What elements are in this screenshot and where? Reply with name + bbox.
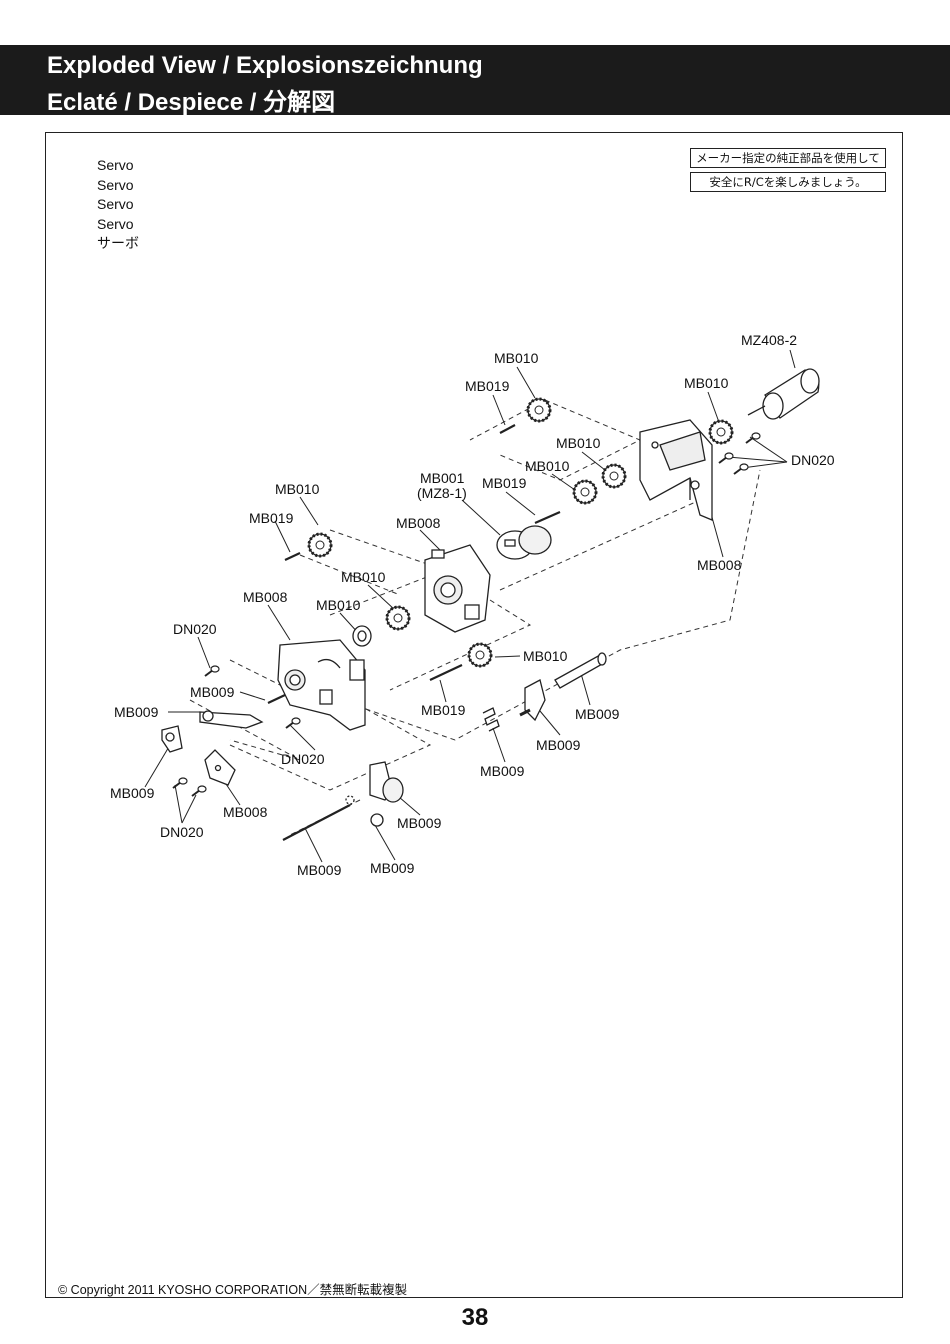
servo-label: サーボ — [97, 235, 139, 251]
center-gearbox-housing — [424, 544, 491, 633]
part-label: MB001 — [420, 470, 465, 486]
part-label: DN020 — [160, 824, 204, 840]
part-label: MB009 — [297, 862, 342, 878]
notice-line1: メーカー指定の純正部品を使用して — [690, 148, 886, 168]
part-label: DN020 — [173, 621, 217, 637]
bearing — [352, 625, 372, 647]
mount-bracket — [204, 749, 236, 786]
motor — [747, 368, 820, 420]
e-ring — [345, 795, 384, 827]
part-label: MB010 — [275, 481, 320, 497]
part-label: MB010 — [523, 648, 568, 664]
pin — [267, 694, 286, 704]
copyright-notice: © Copyright 2011 KYOSHO CORPORATION／禁無断転… — [58, 1283, 408, 1297]
gear — [526, 397, 552, 423]
long-shaft — [282, 804, 351, 841]
screw — [204, 665, 220, 677]
diagram-frame — [45, 132, 903, 1298]
gear — [385, 605, 411, 631]
screw — [733, 463, 749, 475]
part-label: MB010 — [525, 458, 570, 474]
part-label: MB019 — [482, 475, 527, 491]
part-label: MB019 — [421, 702, 466, 718]
page-number: 38 — [461, 1304, 489, 1331]
part-labels: MZ408-2 MB010 MB019 MB010 DN020 MB010 MB… — [110, 332, 835, 878]
part-label: MB009 — [370, 860, 415, 876]
part-label: MB008 — [396, 515, 441, 531]
servo-parts — [161, 368, 820, 841]
part-label: MB009 — [397, 815, 442, 831]
spring — [482, 707, 500, 732]
part-label: MB009 — [110, 785, 155, 801]
part-label: MB010 — [494, 350, 539, 366]
pin — [284, 552, 301, 561]
header-title-line2: Eclaté / Despiece / 分解図 — [47, 89, 336, 116]
screw — [172, 777, 188, 789]
part-label: MB019 — [249, 510, 294, 526]
part-label: MB010 — [316, 597, 361, 613]
pin — [429, 664, 463, 681]
part-label: MB019 — [465, 378, 510, 394]
potentiometer — [496, 525, 552, 560]
gear — [307, 532, 333, 558]
screw — [745, 432, 761, 444]
lower-servo-case — [277, 639, 366, 731]
screw — [285, 717, 301, 729]
servo-labels: Servo Servo Servo Servo サーボ — [97, 156, 139, 254]
lever — [519, 679, 546, 722]
notice-line2: 安全にR/Cを楽しみましょう。 — [690, 172, 886, 192]
long-pin — [554, 652, 607, 689]
gear — [708, 419, 734, 445]
leader-lines — [144, 349, 796, 863]
part-label: MB009 — [536, 737, 581, 753]
part-label: MB009 — [190, 684, 235, 700]
part-label: MB008 — [697, 557, 742, 573]
servo-label: Servo — [97, 176, 134, 193]
genuine-parts-notice: メーカー指定の純正部品を使用して 安全にR/Cを楽しみましょう。 — [690, 148, 886, 192]
motor-mount-plate — [639, 419, 713, 521]
part-label: MB009 — [575, 706, 620, 722]
pin — [534, 510, 561, 525]
pin — [499, 424, 516, 434]
part-label: MB010 — [341, 569, 386, 585]
header-title-line1: Exploded View / Explosionszeichnung — [47, 52, 483, 79]
part-label: MZ408-2 — [741, 332, 797, 348]
output-horn — [369, 761, 404, 803]
servo-label: Servo — [97, 215, 134, 232]
part-label: MB010 — [556, 435, 601, 451]
part-label: DN020 — [791, 452, 835, 468]
crank — [161, 725, 183, 753]
gear — [572, 479, 598, 505]
servo-arm — [199, 710, 264, 729]
part-label: MB010 — [684, 375, 729, 391]
part-label: MB008 — [243, 589, 288, 605]
gear — [601, 463, 627, 489]
gear — [467, 642, 493, 668]
part-label: (MZ8-1) — [417, 485, 467, 501]
screw — [191, 785, 207, 797]
servo-label: Servo — [97, 196, 134, 212]
part-label: MB009 — [114, 704, 159, 720]
screw — [718, 452, 734, 464]
servo-label: Servo — [97, 157, 134, 173]
part-label: DN020 — [281, 751, 325, 767]
page-header: Exploded View / Explosionszeichnung Ecla… — [0, 45, 950, 116]
part-label: MB009 — [480, 763, 525, 779]
part-label: MB008 — [223, 804, 268, 820]
